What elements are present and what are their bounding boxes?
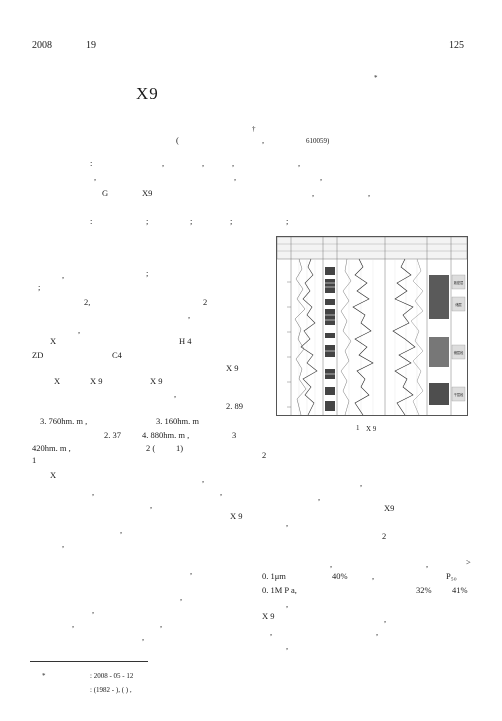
right-text: 2 [262, 450, 267, 460]
footnote-rule [30, 661, 148, 662]
figure-caption-number: 1 [356, 424, 360, 432]
right-text: , [286, 599, 289, 609]
left-text: H 4 [179, 336, 192, 346]
left-text: X 9 [226, 363, 239, 373]
right-text: , [376, 627, 379, 637]
left-text: 2 [203, 297, 208, 307]
left-text: , [202, 474, 205, 484]
figure-annotation: 致密层 [454, 280, 464, 285]
well-log-figure: 致密层 储层 储层段 干层段 [276, 236, 468, 416]
title-footnote-mark: * [374, 74, 378, 82]
affiliation-paren: ( [176, 135, 179, 145]
left-text: 2, [84, 297, 91, 307]
left-text: 1 [32, 455, 37, 465]
figure-annotation: 干层段 [454, 392, 464, 397]
right-text: , [318, 492, 321, 502]
left-text: X 9 [90, 376, 103, 386]
left-text: X 9 [150, 376, 163, 386]
right-text: > [466, 557, 471, 567]
right-text: 2 [382, 531, 387, 541]
left-text: 420hm. m , [32, 443, 71, 453]
left-text: , [92, 605, 95, 615]
left-text: 1) [176, 443, 184, 453]
right-text: 32% [416, 585, 432, 595]
left-text: , [150, 500, 153, 510]
left-text: X 9 [230, 511, 243, 521]
left-text: , [72, 619, 75, 629]
right-text: , [360, 478, 363, 488]
left-text: X [50, 336, 57, 346]
author-dagger: † [252, 125, 256, 133]
left-text: X [50, 470, 57, 480]
header-page-number: 125 [449, 40, 464, 51]
right-text: 0. 1μm [262, 571, 286, 581]
right-text: 0. 1M P a, [262, 585, 297, 595]
right-text: , [372, 571, 375, 581]
right-text: , [426, 559, 429, 569]
left-text: , [92, 487, 95, 497]
left-text: 2. 37 [104, 430, 121, 440]
right-text: 41% [452, 585, 468, 595]
left-text: , [188, 310, 191, 320]
right-text: 40% [332, 571, 348, 581]
left-text: , [180, 592, 183, 602]
left-text: , [78, 325, 81, 335]
left-text: ; [146, 268, 149, 278]
figure-caption-text: X 9 [366, 425, 377, 433]
left-text: , [174, 389, 177, 399]
well-log-chart: 致密层 储层 储层段 干层段 [277, 237, 467, 415]
footnote-star: * [42, 672, 46, 680]
left-text: X [54, 376, 61, 386]
right-text: , [330, 559, 333, 569]
left-text: , [190, 566, 193, 576]
footnote-author: : (1982 - ), ( ) , [90, 686, 132, 694]
footnote-received: : 2008 - 05 - 12 [90, 672, 134, 680]
left-text: , [142, 632, 145, 642]
left-text: 4. 880hm. m , [142, 430, 190, 440]
figure-annotation: 储层 [455, 302, 461, 307]
right-text: , [384, 614, 387, 624]
affiliation-zip: 610059) [306, 137, 330, 145]
left-text: , [160, 619, 163, 629]
left-text: ZD [32, 350, 44, 360]
left-text: 3. 760hm. m , [40, 416, 88, 426]
left-text: 3 [232, 430, 237, 440]
left-text: , [62, 270, 65, 280]
left-text: , [62, 539, 65, 549]
paper-title: X9 [136, 84, 159, 103]
affiliation-comma: , [262, 135, 265, 145]
right-text: X 9 [262, 611, 275, 621]
right-text: , [270, 627, 273, 637]
right-text: P₅₀ [446, 571, 457, 581]
figure-annotation: 储层段 [454, 350, 464, 355]
left-text: 3. 160hm. m [156, 416, 199, 426]
right-text: , [286, 518, 289, 528]
right-text: X9 [384, 503, 395, 513]
header-year: 2008 [32, 40, 52, 51]
left-text: 2. 89 [226, 401, 243, 411]
left-text: 2 ( [146, 443, 156, 453]
left-text: , [120, 525, 123, 535]
header-issue: 19 [86, 40, 96, 51]
left-text: , [220, 487, 223, 497]
left-text: C4 [112, 350, 122, 360]
right-text: , [286, 641, 289, 651]
left-text: ; [38, 282, 41, 292]
